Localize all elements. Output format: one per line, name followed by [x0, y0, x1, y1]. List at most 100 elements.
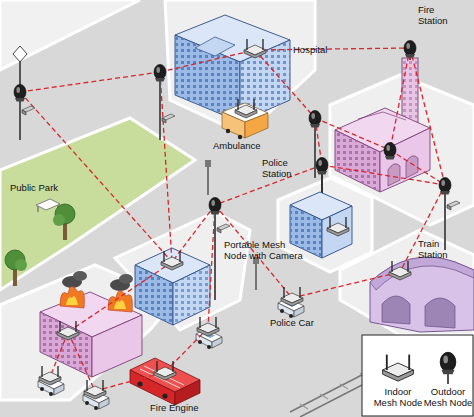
- place-label: Police Car: [270, 318, 330, 329]
- outdoor-pole: [13, 41, 460, 301]
- outdoor-pole: [214, 205, 216, 300]
- indoor-node-placement: [197, 317, 219, 336]
- outdoor-pole: [209, 198, 221, 215]
- indoor-node-placement: [154, 361, 176, 380]
- indoor-node-placement: [57, 321, 79, 340]
- outdoor-pole: [159, 72, 161, 140]
- place-label: Portable Mesh Node with Camera: [224, 240, 304, 261]
- place-label: Train Station: [418, 239, 460, 260]
- flame: [60, 286, 132, 312]
- fire-station-building: [335, 130, 380, 192]
- train-station-building: [382, 296, 410, 324]
- vehicles: [38, 296, 304, 410]
- street-lamp: [207, 165, 209, 195]
- indoor-node-placement: [244, 39, 266, 58]
- fire-station-building: [388, 164, 400, 186]
- indoor-node-placement: [39, 366, 61, 385]
- public-park: [0, 118, 195, 290]
- ambulance: [238, 135, 242, 139]
- outdoor-pole: [154, 65, 166, 82]
- legend-indoor-icon: [383, 355, 414, 382]
- outdoor-pole: [217, 224, 230, 233]
- legend-outdoor-icon: [440, 352, 456, 374]
- outdoor-pole: [316, 158, 328, 175]
- tree: [53, 204, 75, 240]
- flame: [66, 296, 78, 305]
- mesh-link: [160, 72, 172, 262]
- legend-outdoor-icon: [440, 352, 456, 384]
- outdoor-pole: [439, 178, 451, 195]
- legend-indoor-icon: [383, 355, 414, 382]
- flame: [60, 286, 84, 308]
- outdoor-pole: [447, 201, 460, 210]
- mesh-link: [315, 118, 390, 150]
- flame: [108, 290, 132, 312]
- mesh-link: [20, 92, 172, 262]
- mesh-link: [410, 48, 445, 185]
- mesh-link: [255, 48, 410, 50]
- train-station-building: [370, 257, 474, 332]
- legend-text: Indoor Mesh Node: [374, 386, 423, 408]
- mesh-link: [390, 150, 445, 185]
- outdoor-pole: [14, 85, 26, 102]
- indoor-node-placement: [281, 287, 303, 306]
- outdoor-pole: [13, 46, 27, 62]
- burning-building: [40, 271, 142, 377]
- mesh-link: [208, 205, 215, 328]
- outdoor-pole: [444, 185, 446, 250]
- mesh-link: [68, 262, 172, 332]
- ground: [340, 230, 474, 335]
- mesh-link: [165, 328, 208, 372]
- smoke: [73, 271, 87, 281]
- outdoor-pole: [22, 106, 35, 115]
- train-station-building: [370, 257, 474, 332]
- police-station-building: [290, 170, 352, 258]
- legend-entry: Outdoor Mesh Node: [423, 387, 473, 408]
- office-building: [135, 248, 210, 325]
- mesh-link: [255, 50, 315, 118]
- fire-engine: [130, 358, 200, 405]
- outdoor-pole: [384, 143, 396, 160]
- hospital-building: [175, 15, 290, 122]
- fire-station-building: [335, 130, 380, 192]
- indoor-node-placement: [235, 99, 257, 118]
- place-label: Police Station: [262, 158, 304, 179]
- indoor-node-placement: [84, 380, 106, 399]
- ground: [0, 0, 140, 70]
- indoor-node-placement: [327, 217, 349, 236]
- tree: [15, 259, 27, 271]
- fire-station-building: [358, 112, 406, 120]
- indoor-node-placement: [389, 261, 411, 280]
- tree: [53, 214, 65, 226]
- place-label: Fire Engine: [150, 403, 220, 414]
- hospital-building: [195, 37, 235, 56]
- mesh-link: [390, 48, 410, 150]
- legend-outdoor-icon: [440, 352, 456, 374]
- outdoor-pole: [309, 111, 321, 128]
- fire-station-building: [335, 58, 430, 192]
- fire-engine: [162, 393, 167, 398]
- legend-text: Outdoor Mesh Node: [424, 386, 473, 408]
- street-lamp: [255, 262, 257, 290]
- mesh-link: [292, 272, 400, 298]
- train-station-building: [370, 257, 474, 290]
- place-label: Ambulance: [213, 141, 273, 152]
- mesh-link: [68, 332, 95, 391]
- fire-engine: [137, 381, 142, 386]
- bench: [38, 206, 39, 212]
- outdoor-pole: [404, 41, 416, 58]
- fire-engine: [175, 380, 200, 405]
- smoke: [119, 274, 133, 284]
- indoor-node-placement: [39, 39, 411, 399]
- ambulance: [226, 129, 230, 133]
- street-lamp: [205, 160, 211, 167]
- office-building: [173, 265, 210, 325]
- indoor-node-placement: [161, 251, 183, 270]
- fire-station-building: [406, 156, 418, 178]
- place-label: Hospital: [293, 45, 353, 56]
- mesh-link: [20, 72, 160, 92]
- tree: [5, 250, 27, 286]
